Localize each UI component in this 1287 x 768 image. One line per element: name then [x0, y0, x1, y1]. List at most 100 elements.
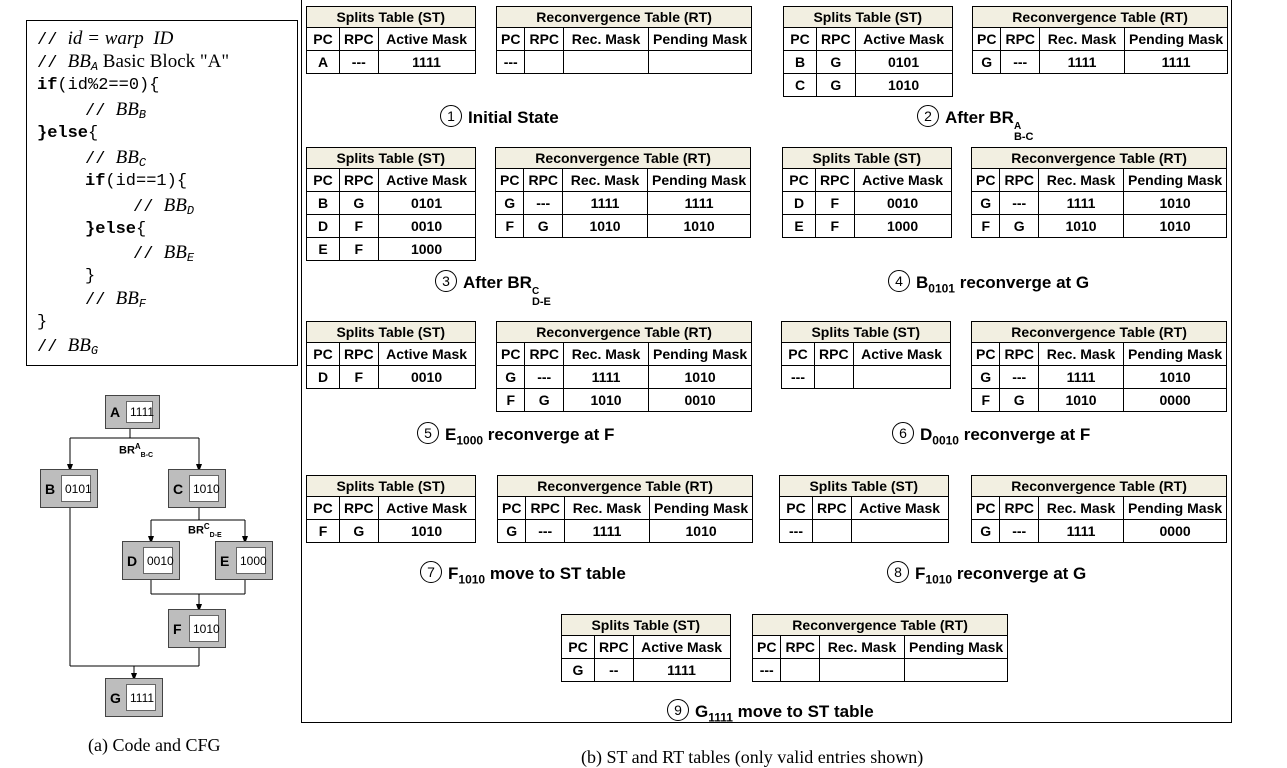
rt-cell: 0000 — [1123, 519, 1228, 543]
step-title-sub: 1111 — [708, 710, 733, 725]
rpc-header: RPC — [524, 27, 565, 51]
rpc-header: RPC — [1000, 27, 1041, 51]
reconvergence-table-title-row: Reconvergence Table (RT) — [494, 147, 752, 169]
rt-cell: G — [496, 519, 527, 543]
rt-cell: G — [494, 191, 525, 215]
rt-cell: 1111 — [564, 519, 651, 543]
rpc-header: RPC — [524, 342, 565, 366]
reconvergence-table-title: Reconvergence Table (RT) — [496, 475, 754, 497]
rt-cell: --- — [999, 519, 1040, 543]
rt-cell: 1111 — [562, 191, 649, 215]
st-cell: -- — [594, 658, 634, 682]
active-mask-header: Active Mask — [377, 168, 476, 192]
st-cell: 0101 — [377, 191, 476, 215]
step-title-text: B — [916, 273, 929, 292]
splits-table-title: Splits Table (ST) — [561, 614, 731, 636]
rt-cell: 1111 — [1038, 365, 1125, 389]
cfg-edges — [67, 428, 248, 681]
rt-cell — [904, 658, 1009, 682]
rpc-header: RPC — [525, 496, 566, 520]
step-title-rest: reconverge at F — [483, 425, 615, 444]
reconvergence-table-title-row: Reconvergence Table (RT) — [496, 475, 754, 497]
rpc-header: RPC — [812, 496, 852, 520]
step-title-text: G — [695, 702, 709, 721]
code-line-8: // BBD — [133, 195, 195, 219]
branch-label-c: BRCD-E — [188, 522, 222, 539]
step-title-sup: A — [1013, 121, 1022, 132]
rt-cell: G — [999, 214, 1040, 238]
pending-mask-header: Pending Mask — [1123, 342, 1228, 366]
rt-cell: 1111 — [647, 191, 752, 215]
pc-header: PC — [751, 635, 782, 659]
step-title-text: D — [920, 425, 933, 444]
splits-table-title-row: Splits Table (ST) — [781, 321, 951, 343]
splits-table-title-row: Splits Table (ST) — [779, 475, 949, 497]
st-cell: D — [306, 365, 340, 389]
step-title-sup: C — [531, 286, 540, 297]
step-title-text: After BR — [945, 108, 1014, 127]
active-mask-header: Active Mask — [854, 27, 953, 51]
step-title-sub: 1000 — [456, 433, 484, 448]
rt-cell: 1111 — [563, 365, 650, 389]
step-title-sub: 0101 — [928, 281, 955, 296]
rpc-header: RPC — [339, 342, 379, 366]
rt-cell — [524, 50, 565, 74]
rec-mask-header: Rec. Mask — [1038, 496, 1125, 520]
rt-cell: 1111 — [1038, 191, 1125, 215]
active-mask-header: Active Mask — [377, 27, 476, 51]
st-cell: G — [816, 50, 856, 74]
rec-mask-header: Rec. Mask — [1038, 342, 1125, 366]
splits-table-title: Splits Table (ST) — [781, 321, 951, 343]
st-cell — [814, 365, 854, 389]
code-line-6: // BBC — [85, 147, 147, 171]
st-cell: G — [339, 191, 379, 215]
reconvergence-table-title: Reconvergence Table (RT) — [751, 614, 1009, 636]
step-number: 8 — [887, 561, 909, 583]
st-cell: F — [306, 519, 340, 543]
rt-cell: 1010 — [649, 519, 754, 543]
code-line-12: // BBF — [85, 288, 147, 312]
pc-header: PC — [306, 496, 340, 520]
step-title-rest: reconverge at F — [958, 425, 1091, 444]
code-line-2: // BBA Basic Block "A" — [37, 51, 230, 75]
tables-panel — [301, 0, 1232, 723]
rt-cell: G — [970, 365, 1001, 389]
step-number: 5 — [417, 422, 439, 444]
reconvergence-table-row: --- — [751, 658, 1009, 682]
rt-cell: 0010 — [648, 388, 753, 412]
caption-a: (a) Code and CFG — [88, 735, 221, 755]
pending-mask-header: Pending Mask — [904, 635, 1009, 659]
st-cell: 1111 — [632, 658, 731, 682]
reconvergence-table-title: Reconvergence Table (RT) — [970, 475, 1228, 497]
code-line-10: // BBE — [133, 242, 195, 266]
splits-table-row: A---1111 — [306, 50, 476, 74]
step-number: 7 — [420, 561, 442, 583]
pending-mask-header: Pending Mask — [647, 168, 752, 192]
reconvergence-table-title-row: Reconvergence Table (RT) — [495, 321, 753, 343]
st-cell: --- — [779, 519, 813, 543]
st-cell: F — [339, 214, 379, 238]
pc-header: PC — [781, 342, 815, 366]
pc-header: PC — [496, 496, 527, 520]
rt-cell: 1010 — [1038, 214, 1125, 238]
rpc-header: RPC — [339, 168, 379, 192]
active-mask-header: Active Mask — [850, 496, 949, 520]
